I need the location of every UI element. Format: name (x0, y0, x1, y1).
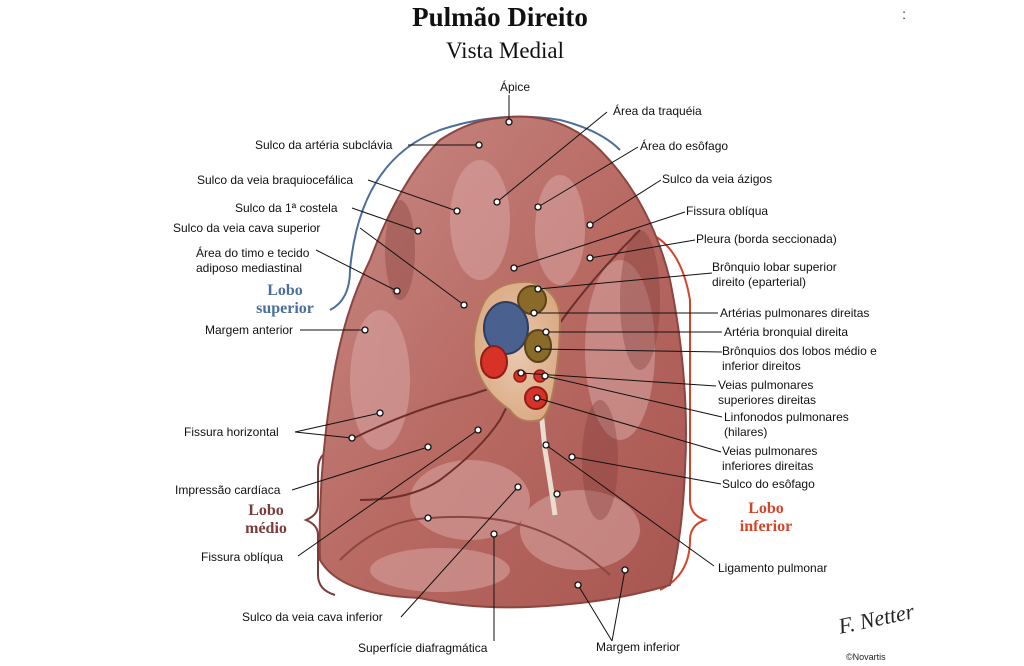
lobe-medio-label: Lobo médio (245, 502, 287, 537)
label-margem-anterior: Margem anterior (205, 323, 294, 337)
hilum (472, 280, 562, 423)
label-arteria-bronquial: Artéria bronquial direita (724, 325, 849, 339)
superior-pulmonary-vein (480, 345, 508, 379)
label-sulco-esofago: Sulco do esôfago (722, 477, 815, 491)
label-sulco-braquiocefalica: Sulco da veia braquiocefálica (197, 173, 354, 187)
label-veias-superiores: Veias pulmonares superiores direitas (718, 378, 817, 407)
label-arterias-pulmonares: Artérias pulmonares direitas (720, 306, 870, 320)
label-pleura: Pleura (borda seccionada) (696, 232, 837, 246)
superior-lobe-bracket (329, 115, 621, 311)
lobe-superior-label: Lobo superior (256, 282, 314, 317)
label-margem-inferior: Margem inferior (596, 640, 681, 654)
label-sulco-cava-superior: Sulco da veia cava superior (173, 221, 321, 235)
oblique-fissure (359, 229, 641, 501)
label-bronquios-lobos: Brônquios dos lobos médio e inferior dir… (722, 344, 877, 373)
label-fissura-obliqua-left: Fissura oblíqua (201, 550, 284, 564)
label-impressao-cardiaca: Impressão cardíaca (175, 483, 281, 497)
lobe-inferior-label: Lobo inferior (739, 500, 793, 535)
lung-texture (350, 160, 655, 592)
label-esofago-area: Área do esôfago (640, 139, 729, 153)
label-sulco-cava-inferior: Sulco da veia cava inferior (242, 610, 383, 624)
label-bronquio-lobar: Brônquio lobar superior direito (eparter… (712, 260, 837, 289)
label-ligamento: Ligamento pulmonar (718, 561, 828, 575)
label-apice: Ápice (500, 80, 531, 94)
middle-lobe-bracket (303, 449, 336, 596)
label-sulco-subclavia: Sulco da artéria subclávia (255, 138, 393, 152)
leader-lines (291, 95, 723, 642)
page-title: Pulmão Direito (412, 2, 588, 32)
label-linfonodos: Linfonodos pulmonares (hilares) (724, 410, 849, 439)
label-sulco-azigos: Sulco da veia ázigos (662, 172, 773, 186)
label-fissura-horizontal: Fissura horizontal (184, 425, 279, 439)
copyright: ©Novartis (846, 652, 886, 662)
leader-dots (348, 118, 629, 589)
diaphragm-border (339, 515, 611, 576)
inferior-lobe-bracket (639, 229, 709, 591)
label-traqueia: Área da traquéia (613, 104, 702, 118)
corner-mark: : (902, 6, 906, 22)
label-sulco-costela: Sulco da 1ª costela (235, 201, 338, 215)
label-superficie-diafragmatica: Superfície diafragmática (358, 641, 488, 655)
label-fissura-obliqua-top: Fissura oblíqua (686, 204, 769, 218)
label-veias-inferiores: Veias pulmonares inferiores direitas (722, 444, 818, 473)
pulmonary-ligament (537, 399, 558, 516)
page-subtitle: Vista Medial (445, 38, 565, 63)
label-area-timo: Área do timo e tecido adiposo mediastina… (196, 246, 310, 275)
